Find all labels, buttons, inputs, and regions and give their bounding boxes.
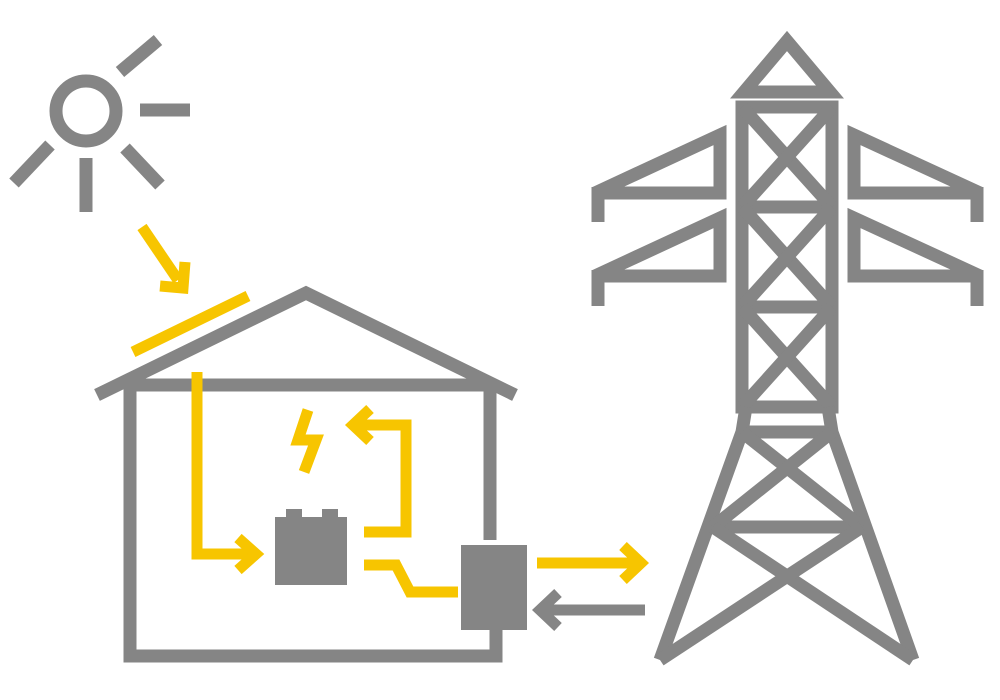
battery-to-inverter-connector (364, 559, 458, 598)
sunlight-to-panel-arrow (137, 223, 191, 294)
transmission-tower-icon (591, 30, 984, 666)
panel-to-battery-arrow (191, 372, 265, 575)
battery-icon (275, 509, 347, 585)
lightning-icon (290, 408, 324, 474)
inverter-to-load-arrow (344, 404, 412, 538)
inverter-to-grid-arrow (537, 542, 650, 584)
inverter-icon (461, 545, 527, 630)
sun-icon (9, 35, 190, 212)
grid-to-inverter-arrow (531, 589, 645, 631)
solar-panel-icon (130, 291, 251, 357)
house-icon (94, 285, 518, 663)
